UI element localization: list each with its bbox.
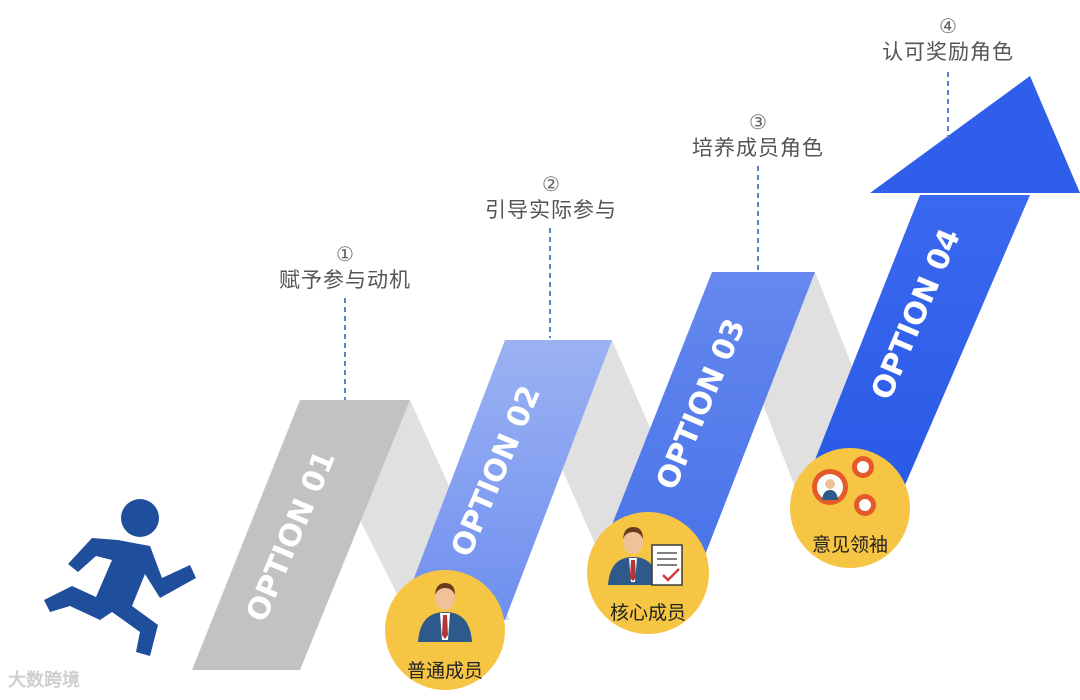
step-04-text: 认可奖励角色: [882, 40, 1014, 64]
person-document-icon: [608, 527, 683, 586]
option-03-band: [600, 272, 815, 555]
step-02-number: ②: [542, 172, 560, 196]
role-opinion-leader: 意见领袖: [811, 534, 888, 556]
option-04-arrow: [805, 195, 1030, 485]
step-01-label: ① 赋予参与动机: [270, 242, 420, 294]
step-04-number: ④: [939, 14, 957, 38]
step-03-text: 培养成员角色: [692, 136, 824, 160]
role-core-member: 核心成员: [609, 602, 686, 624]
watermark-logo: 大数跨境: [8, 670, 80, 691]
role-regular-member: 普通成员: [406, 660, 483, 682]
step-02-label: ② 引导实际参与: [476, 172, 626, 224]
runner-icon: [44, 499, 196, 656]
person-icon: [418, 583, 472, 642]
option-02-band: [398, 340, 612, 620]
step-02-text: 引导实际参与: [485, 198, 617, 222]
step-01-text: 赋予参与动机: [279, 268, 411, 292]
step-04-label: ④ 认可奖励角色: [873, 14, 1023, 66]
step-01-number: ①: [336, 242, 354, 266]
option-04-arrowhead: [870, 76, 1080, 193]
gears-person-icon: [812, 456, 876, 516]
step-03-number: ③: [749, 110, 767, 134]
step-03-label: ③ 培养成员角色: [683, 110, 833, 162]
option-01-band: [192, 400, 410, 670]
